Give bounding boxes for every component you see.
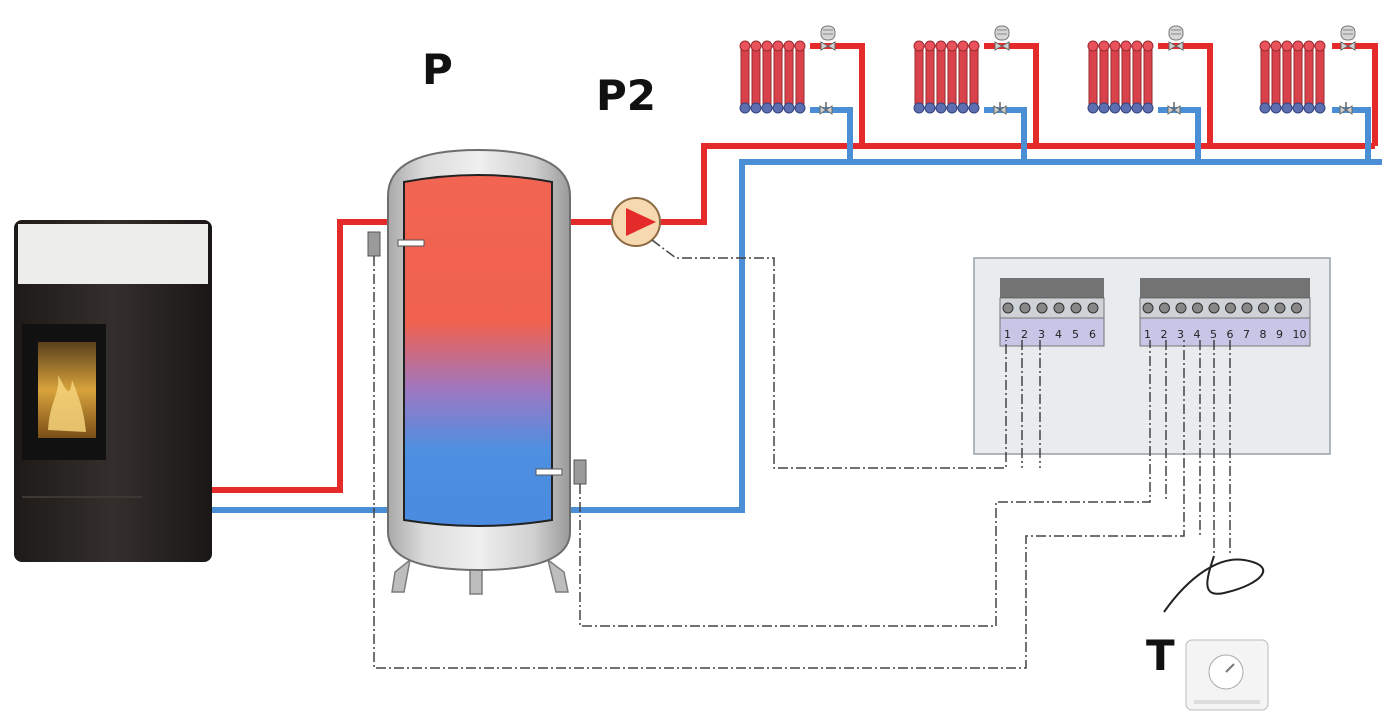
terminal-screw [1192, 302, 1203, 314]
radiator-icon [1257, 25, 1356, 115]
circulation-pump-icon [611, 197, 661, 247]
terminal-screw [1241, 302, 1253, 314]
terminal-screw [1225, 302, 1236, 314]
terminal-number: 6 [1227, 328, 1234, 341]
terminal-number: 5 [1072, 328, 1079, 341]
terminal-number: 2 [1161, 328, 1168, 341]
terminal-number: 3 [1177, 328, 1184, 341]
terminal-screw [1274, 302, 1286, 314]
control-wiring [373, 239, 1231, 669]
radiator-icon [737, 25, 836, 115]
terminal-screw [1053, 302, 1065, 314]
pump-label: P2 [596, 71, 656, 120]
terminal-number: 6 [1089, 328, 1096, 341]
terminal-screw [1208, 302, 1220, 314]
terminal-screw [1159, 302, 1170, 314]
room-thermostat-icon [1163, 555, 1269, 711]
terminal-number: 3 [1038, 328, 1045, 341]
tank-label: P [422, 45, 453, 94]
thermostat-label: T [1146, 631, 1175, 680]
terminal-number: 4 [1055, 328, 1062, 341]
terminal-screw [1175, 302, 1187, 314]
buffer-tank-icon [387, 148, 571, 595]
terminal-number: 8 [1260, 328, 1267, 341]
terminal-screw [1036, 302, 1048, 314]
terminal-screw [1070, 302, 1082, 314]
temperature-probe-icon [367, 231, 425, 257]
control-panel [973, 257, 1331, 455]
flow-pipes [212, 43, 1378, 493]
terminal-number: 1 [1144, 328, 1151, 341]
terminal-screw [1291, 302, 1302, 314]
terminal-number: 5 [1210, 328, 1217, 341]
terminal-number: 4 [1194, 328, 1201, 341]
terminal-screw [1142, 302, 1154, 314]
terminal-number: 9 [1276, 328, 1283, 341]
radiator-icon [1085, 25, 1184, 115]
terminal-screw [1087, 302, 1099, 314]
terminal-number: 10 [1293, 328, 1307, 341]
terminal-number: 1 [1004, 328, 1011, 341]
radiator-icon [911, 25, 1010, 115]
terminal-screw [1019, 302, 1031, 314]
terminal-screw [1258, 302, 1269, 314]
pellet-stove-icon [14, 220, 212, 562]
terminal-number: 2 [1021, 328, 1028, 341]
terminal-number: 7 [1243, 328, 1250, 341]
terminal-screw [1002, 302, 1014, 314]
